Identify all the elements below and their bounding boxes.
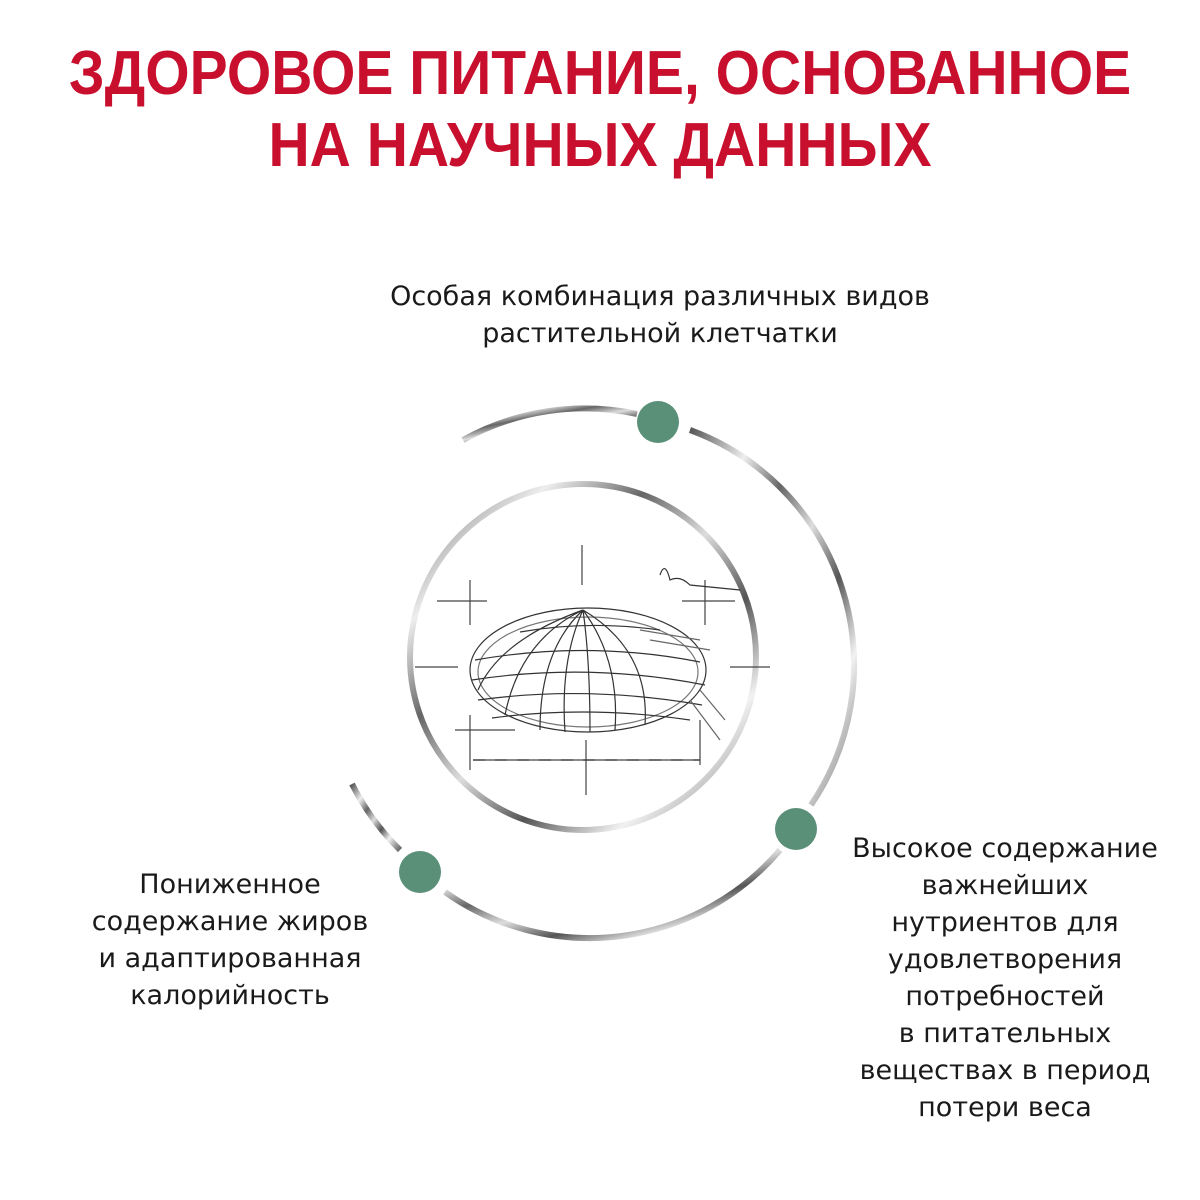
title-line-1: ЗДОРОВОЕ ПИТАНИЕ, ОСНОВАННОЕ — [68, 39, 1132, 108]
kibble-sketch-icon — [415, 545, 770, 795]
text-line: потребностей — [905, 981, 1105, 1012]
text-line: веществах в период — [859, 1055, 1151, 1086]
text-line: нутриентов для — [891, 907, 1119, 938]
text-line: важнейших — [921, 870, 1089, 901]
outer-ring-arc — [688, 427, 857, 807]
green-dot — [399, 851, 441, 893]
outer-ring-arc — [461, 405, 638, 443]
green-dot — [637, 401, 679, 443]
text-line: Высокое содержание — [852, 833, 1158, 864]
text-line: и адаптированная — [98, 943, 362, 974]
text-line: растительной клетчатки — [482, 318, 838, 349]
text-line: Пониженное — [139, 869, 321, 900]
benefit-low-fat: Пониженное содержание жиров и адаптирова… — [40, 866, 420, 1014]
text-line: Особая комбинация различных видов — [390, 281, 930, 312]
benefit-fiber: Особая комбинация различных видов растит… — [300, 278, 1020, 352]
text-line: в питательных — [898, 1018, 1112, 1049]
outer-ring-arc — [443, 848, 783, 942]
page-title: ЗДОРОВОЕ ПИТАНИЕ, ОСНОВАННОЕ НА НАУЧНЫХ … — [48, 38, 1152, 182]
outer-ring-arc — [349, 782, 403, 853]
green-dot — [775, 808, 817, 850]
benefit-nutrients: Высокое содержание важнейших нутриентов … — [820, 830, 1190, 1126]
text-line: содержание жиров — [91, 906, 369, 937]
text-line: калорийность — [130, 980, 330, 1011]
text-line: потери веса — [918, 1092, 1092, 1123]
title-line-2: НА НАУЧНЫХ ДАННЫХ — [268, 111, 932, 180]
inner-ring — [407, 481, 759, 833]
text-line: удовлетворения — [887, 944, 1123, 975]
